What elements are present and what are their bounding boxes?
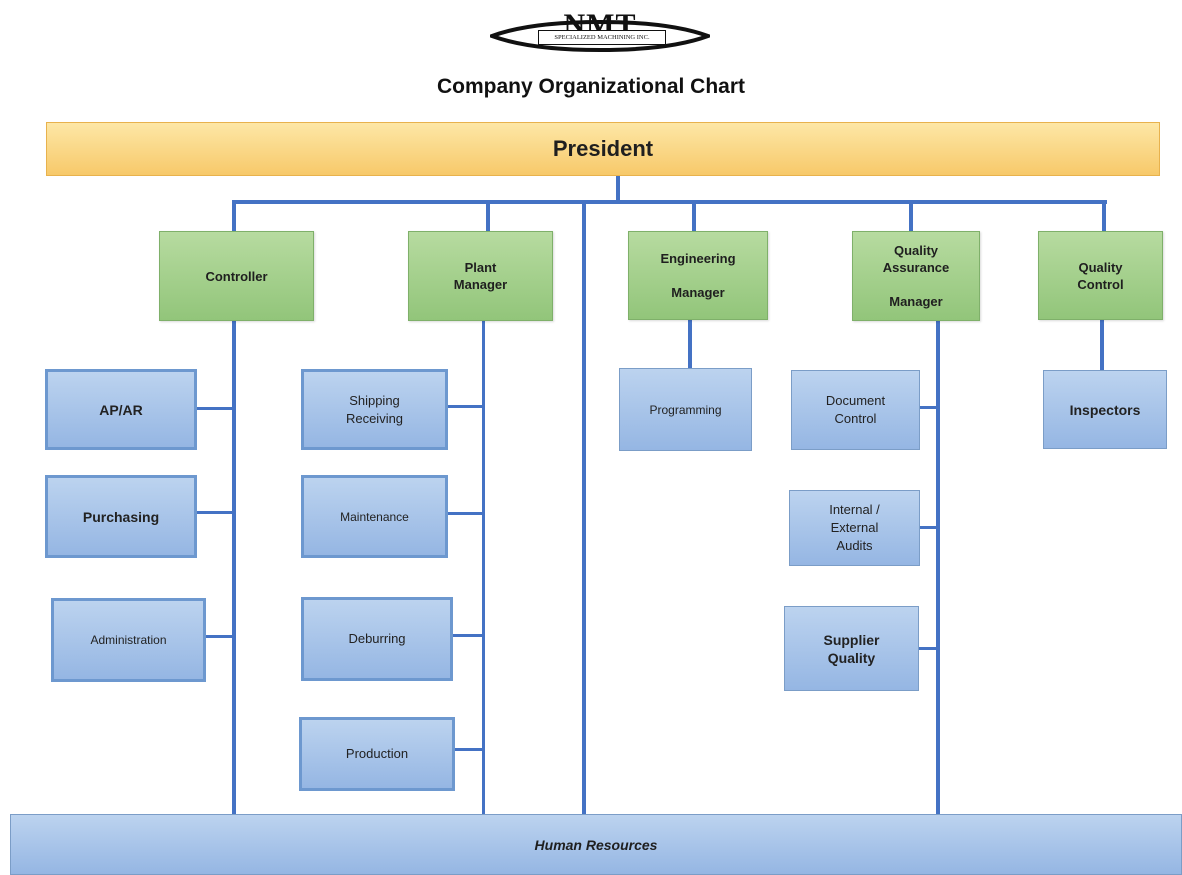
connector-controller-drop bbox=[232, 200, 236, 232]
dept-document-control-label: Document Control bbox=[825, 393, 886, 426]
logo-subtitle: SPECIALIZED MACHINING INC. bbox=[538, 30, 666, 45]
connector-maintenance bbox=[448, 512, 483, 515]
dept-supplier-quality: Supplier Quality bbox=[784, 606, 919, 691]
connector-deburring bbox=[452, 634, 483, 637]
engineering-manager-label: Engineering Manager bbox=[660, 251, 736, 300]
connector-hr-trunk bbox=[582, 200, 586, 814]
dept-programming: Programming bbox=[619, 368, 752, 451]
dept-programming-label: Programming bbox=[649, 402, 722, 417]
connector-president-down bbox=[616, 176, 620, 202]
dept-inspectors-label: Inspectors bbox=[1069, 401, 1141, 418]
connector-audits bbox=[919, 526, 938, 529]
quality-assurance-manager-label: Quality Assurance Manager bbox=[882, 243, 950, 309]
connector-plant-spine bbox=[482, 320, 485, 814]
connector-document-control bbox=[919, 406, 938, 409]
connector-qc-drop bbox=[1102, 200, 1106, 232]
dept-administration-label: Administration bbox=[90, 633, 167, 647]
dept-deburring: Deburring bbox=[301, 597, 453, 681]
human-resources-label: Human Resources bbox=[534, 836, 658, 853]
connector-purchasing bbox=[196, 511, 234, 514]
plant-manager-label: Plant Manager bbox=[453, 260, 508, 292]
dept-maintenance: Maintenance bbox=[301, 475, 448, 558]
dept-document-control: Document Control bbox=[791, 370, 920, 450]
dept-purchasing-label: Purchasing bbox=[82, 508, 160, 525]
chart-title: Company Organizational Chart bbox=[436, 75, 746, 98]
quality-assurance-manager-box: Quality Assurance Manager bbox=[852, 231, 980, 321]
dept-ap-ar-label: AP/AR bbox=[99, 401, 143, 418]
dept-production: Production bbox=[299, 717, 455, 791]
connector-qc-spine bbox=[1100, 320, 1104, 372]
quality-control-label: Quality Control bbox=[1077, 259, 1124, 292]
dept-maintenance-label: Maintenance bbox=[340, 509, 409, 524]
president-label: President bbox=[552, 136, 654, 161]
connector-supplier-quality bbox=[919, 647, 938, 650]
dept-shipping-receiving-label: Shipping Receiving bbox=[345, 392, 404, 426]
connector-plant-drop bbox=[486, 200, 490, 232]
company-logo: NMT SPECIALIZED MACHINING INC. bbox=[490, 8, 710, 60]
connector-production bbox=[454, 748, 483, 751]
logo-swoosh-icon bbox=[490, 19, 710, 53]
connector-shipping bbox=[447, 405, 483, 408]
dept-ap-ar: AP/AR bbox=[45, 369, 197, 450]
connector-ap-ar bbox=[196, 407, 234, 410]
plant-manager-box: Plant Manager bbox=[408, 231, 553, 321]
controller-box: Controller bbox=[159, 231, 314, 321]
dept-purchasing: Purchasing bbox=[45, 475, 197, 558]
dept-administration: Administration bbox=[51, 598, 206, 682]
connector-administration bbox=[205, 635, 234, 638]
dept-deburring-label: Deburring bbox=[348, 631, 406, 646]
dept-supplier-quality-label: Supplier Quality bbox=[823, 631, 880, 666]
connector-horizontal-bus bbox=[232, 200, 1107, 204]
dept-internal-external-audits: Internal / External Audits bbox=[789, 490, 920, 566]
engineering-manager-box: Engineering Manager bbox=[628, 231, 768, 320]
connector-qa-spine bbox=[936, 320, 940, 814]
connector-qa-drop bbox=[909, 200, 913, 232]
dept-inspectors: Inspectors bbox=[1043, 370, 1167, 449]
president-box: President bbox=[46, 122, 1160, 176]
controller-label: Controller bbox=[205, 268, 268, 284]
dept-shipping-receiving: Shipping Receiving bbox=[301, 369, 448, 450]
human-resources-bar: Human Resources bbox=[10, 814, 1182, 875]
dept-internal-external-audits-label: Internal / External Audits bbox=[829, 502, 880, 553]
connector-controller-spine bbox=[232, 320, 236, 814]
quality-control-box: Quality Control bbox=[1038, 231, 1163, 320]
connector-engineering-spine bbox=[688, 320, 692, 368]
connector-engineering-drop bbox=[692, 200, 696, 232]
dept-production-label: Production bbox=[345, 746, 409, 761]
